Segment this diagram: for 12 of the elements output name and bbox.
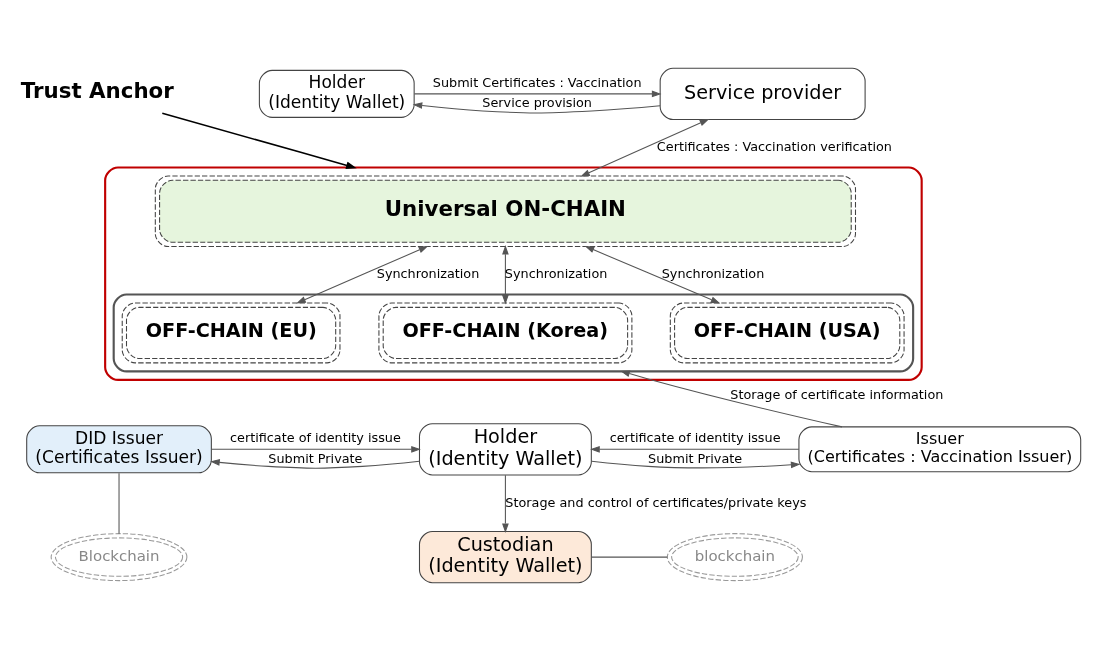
edge-label: certificate of identity issue xyxy=(609,429,781,445)
edge-label: Service provision xyxy=(482,94,592,110)
edge-label: Certificates : Vaccination verification xyxy=(656,138,892,154)
edge-label: Submit Private xyxy=(648,450,743,466)
edge-label: Storage and control of certificates/private keys xyxy=(505,494,807,510)
edge-label: Submit Private xyxy=(268,450,363,466)
edge-label: Submit Certificates : Vaccination xyxy=(432,74,642,90)
edge-label: certificate of identity issue xyxy=(230,429,401,445)
edge-label: Synchronization xyxy=(376,265,480,281)
node-text: Trust Anchor xyxy=(20,77,174,103)
edge-label: Synchronization xyxy=(661,265,765,281)
edge-label: Storage of certificate information xyxy=(730,386,944,402)
